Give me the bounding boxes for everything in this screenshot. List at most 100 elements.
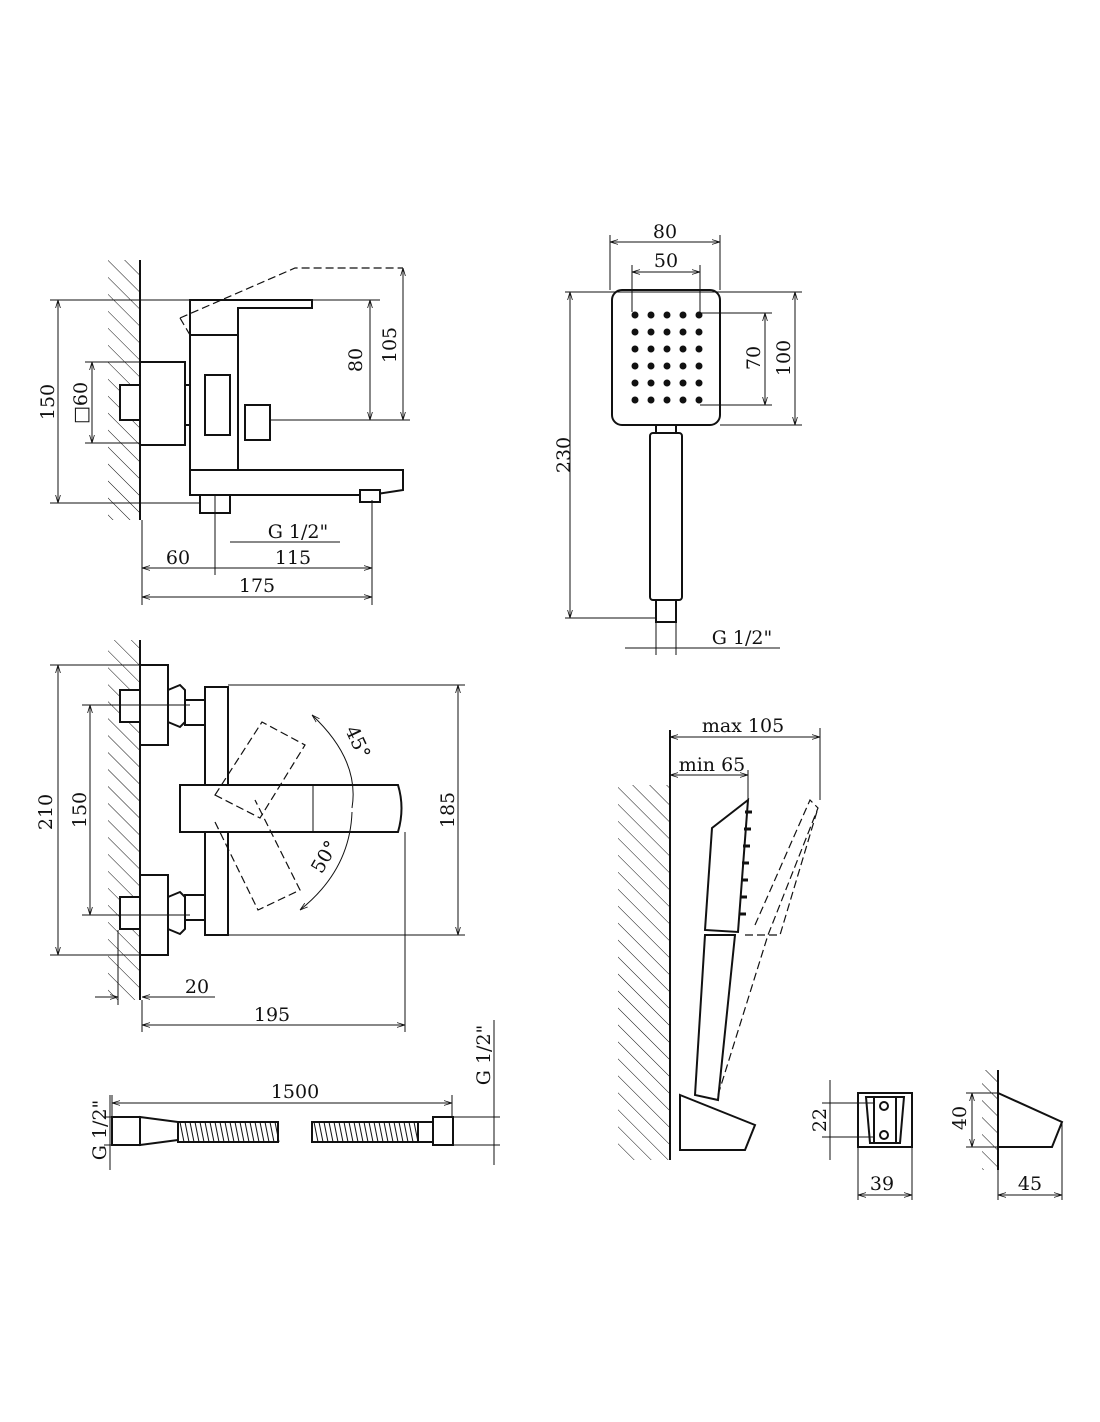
hose-rib	[239, 1121, 245, 1143]
hose-rib	[254, 1121, 260, 1143]
dim-185: 185	[437, 792, 459, 828]
hose-rib	[229, 1121, 235, 1143]
dim-hose-length: 1500	[271, 1081, 319, 1103]
nozzle-dot	[679, 362, 687, 370]
nozzle-dot	[631, 311, 639, 319]
hose-rib	[214, 1121, 220, 1143]
dim-20: 20	[185, 976, 209, 998]
hose-rib	[328, 1121, 334, 1143]
hose-rib	[244, 1121, 250, 1143]
hose-rib	[274, 1121, 280, 1143]
hose-rib	[194, 1121, 200, 1143]
dim-80: 80	[345, 348, 367, 372]
hose-rib	[378, 1121, 384, 1143]
nozzle-dot	[647, 311, 655, 319]
hose-rib	[219, 1121, 225, 1143]
hose-rib	[363, 1121, 369, 1143]
holder-detail-views: 22 39 40 45	[809, 1070, 1064, 1200]
hose-rib	[408, 1121, 414, 1143]
hose-rib	[264, 1121, 270, 1143]
nozzle-dot	[647, 379, 655, 387]
nozzle-dot	[647, 328, 655, 336]
faucet-top-view: 45° 50° 210 150 185 20 195	[35, 640, 465, 1032]
nozzle-dot	[679, 311, 687, 319]
nozzle-dot	[663, 379, 671, 387]
dim-front-39: 39	[870, 1173, 894, 1195]
dim-thread: G 1/2"	[268, 521, 329, 543]
dim-nozzle-width: 50	[654, 250, 678, 272]
nozzle-dot	[663, 311, 671, 319]
hose-rib	[358, 1121, 364, 1143]
faucet-side-view: 150 □60 80 105 G 1/2" 60 115 175	[37, 260, 410, 605]
holder-side-view: max 105 min 65	[618, 715, 821, 1160]
dim-max-105: max 105	[702, 715, 784, 737]
hose-rib	[224, 1121, 230, 1143]
hose-rib	[323, 1121, 329, 1143]
nozzle-dot	[631, 396, 639, 404]
hose-rib	[313, 1121, 319, 1143]
nozzle-dot	[695, 362, 703, 370]
dim-175: 175	[239, 575, 275, 597]
nozzle-dot	[663, 345, 671, 353]
nozzle-dot	[695, 328, 703, 336]
hose-rib	[338, 1121, 344, 1143]
dim-195: 195	[254, 1004, 290, 1026]
hose-rib	[348, 1121, 354, 1143]
hose-rib	[179, 1121, 185, 1143]
nozzle-dot	[679, 379, 687, 387]
hose-rib	[373, 1121, 379, 1143]
hose-rib	[269, 1121, 275, 1143]
nozzle-dot	[663, 396, 671, 404]
dim-shower-thread: G 1/2"	[712, 627, 773, 649]
hose-rib	[249, 1121, 255, 1143]
nozzle-dot	[631, 328, 639, 336]
dim-head-height: 100	[773, 340, 795, 376]
nozzle-dot	[679, 396, 687, 404]
angle-50: 50°	[307, 837, 343, 877]
hose-rib	[368, 1121, 374, 1143]
hose-rib	[259, 1121, 265, 1143]
hose-rib	[234, 1121, 240, 1143]
dim-hose-thread-right: G 1/2"	[473, 1025, 495, 1086]
dim-side-45: 45	[1018, 1173, 1042, 1195]
nozzle-dot	[631, 345, 639, 353]
dim-105: 105	[379, 327, 401, 363]
dim-60: 60	[166, 547, 190, 569]
hose-rib	[189, 1121, 195, 1143]
dim-210: 210	[35, 794, 57, 830]
hose-rib	[199, 1121, 205, 1143]
dim-front-22: 22	[809, 1108, 831, 1132]
nozzle-dot	[647, 396, 655, 404]
dim-hose-thread-left: G 1/2"	[89, 1100, 111, 1161]
hose-rib	[333, 1121, 339, 1143]
nozzle-dot	[679, 328, 687, 336]
dim-side-40: 40	[949, 1106, 971, 1130]
nozzle-dot	[663, 328, 671, 336]
dim-inlet-150: 150	[69, 792, 91, 828]
hose-rib	[353, 1121, 359, 1143]
hose-rib	[393, 1121, 399, 1143]
hose-rib	[383, 1121, 389, 1143]
hose-view: 1500 G 1/2" G 1/2"	[89, 1020, 500, 1170]
dim-min-65: min 65	[679, 754, 746, 776]
dim-nozzle-height: 70	[743, 346, 765, 370]
dim-head-width: 80	[653, 221, 677, 243]
hose-rib	[398, 1121, 404, 1143]
dim-height-150: 150	[37, 384, 59, 420]
hose-rib	[204, 1121, 210, 1143]
nozzle-dot	[695, 396, 703, 404]
hose-rib	[209, 1121, 215, 1143]
hose-rib	[184, 1121, 190, 1143]
nozzle-dot	[679, 345, 687, 353]
dim-total-length: 230	[553, 437, 575, 473]
hose-rib	[403, 1121, 409, 1143]
nozzle-dot	[647, 345, 655, 353]
nozzle-dot	[695, 345, 703, 353]
hose-rib	[318, 1121, 324, 1143]
angle-45: 45°	[340, 723, 374, 763]
hand-shower-view: 80 50 70 100 230 G 1/2"	[553, 221, 802, 655]
dim-flange-60: □60	[70, 382, 92, 424]
nozzle-dot	[695, 379, 703, 387]
nozzle-dot	[631, 362, 639, 370]
